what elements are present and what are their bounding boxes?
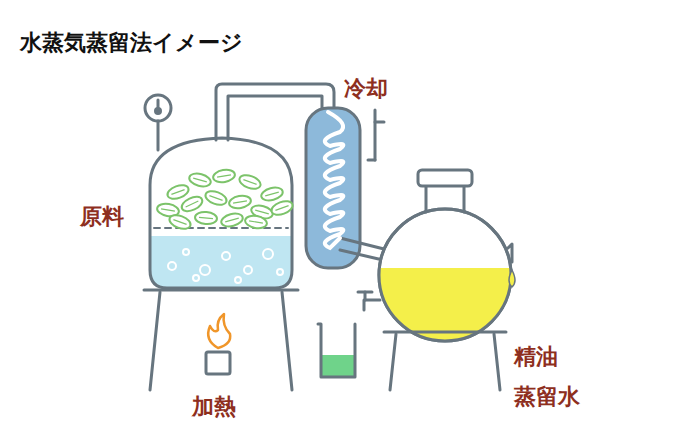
leaf-vein — [225, 218, 239, 222]
leaf — [179, 194, 204, 214]
leaf-vein — [171, 190, 184, 195]
bubble — [193, 275, 199, 281]
leaf-vein — [199, 217, 213, 218]
leaf — [212, 168, 236, 184]
leaf — [260, 185, 284, 202]
part-label: 原料 — [80, 204, 124, 230]
leaf — [270, 199, 295, 218]
bubble — [244, 266, 252, 274]
leaf-vein — [243, 180, 256, 185]
leaf — [238, 173, 263, 192]
leaf — [166, 183, 191, 202]
bubble — [263, 249, 273, 259]
bubble — [235, 277, 241, 283]
bubble — [222, 252, 230, 260]
leaf — [168, 213, 193, 232]
leaf-vein — [275, 206, 288, 211]
leaf — [204, 189, 229, 208]
bubble — [200, 265, 210, 275]
leaf-vein — [265, 192, 279, 196]
leaf — [220, 211, 244, 228]
bubble — [168, 262, 176, 270]
leaf-vein — [249, 221, 263, 223]
diagram-title: 水蒸気蒸留法イメージ — [20, 30, 243, 56]
leaf — [244, 214, 268, 230]
bubble — [183, 249, 189, 255]
leaf-vein — [217, 175, 231, 177]
leaf-vein — [186, 201, 199, 207]
leaf-vein — [173, 220, 186, 225]
condenser-coil — [325, 112, 343, 248]
leaf-vein — [161, 209, 175, 211]
part-label: 冷却 — [344, 76, 388, 102]
bubble — [277, 269, 283, 275]
leaf-vein — [209, 196, 222, 201]
part-label: 蒸留水 — [514, 384, 580, 410]
leaf — [188, 171, 212, 188]
leaf-vein — [233, 201, 247, 203]
leaf-vein — [255, 210, 269, 214]
leaf-vein — [193, 178, 207, 182]
leaf — [195, 211, 218, 225]
part-label: 精油 — [514, 344, 558, 370]
part-label: 加熱 — [192, 394, 236, 420]
leaf — [228, 194, 252, 210]
